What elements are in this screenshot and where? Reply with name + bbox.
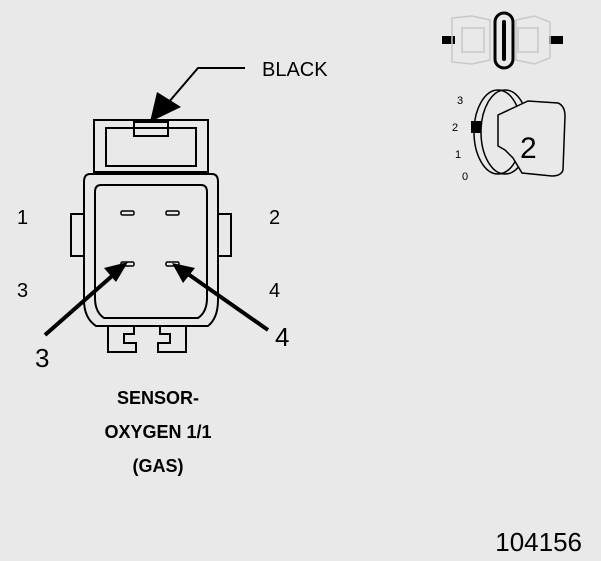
key-position-3: 3	[457, 95, 463, 107]
caption-line-1: SENSOR-	[117, 388, 199, 408]
pin-slot-1	[120, 210, 135, 216]
key-position-2: 2	[452, 122, 458, 134]
pin-slot-2	[165, 210, 180, 216]
ignition-key-icon	[471, 89, 566, 177]
pin-3-callout	[43, 262, 128, 337]
connector-body	[70, 119, 232, 353]
caption-line-3: (GAS)	[133, 456, 184, 476]
key-position-1: 1	[455, 149, 461, 161]
pin-label-3: 3	[17, 280, 28, 302]
pin-slots	[120, 210, 180, 267]
ignition-key-head	[497, 100, 566, 177]
connector-right-tab	[217, 213, 232, 257]
pin-label-1: 1	[17, 207, 28, 229]
connector-bottom-terminal-left	[107, 326, 137, 353]
connector-halves-icon	[442, 11, 563, 70]
black-label-arrowhead	[150, 92, 181, 122]
ignition-key-selected-marker	[471, 121, 481, 133]
callout-label-4: 4	[275, 322, 289, 352]
callout-label-3: 3	[35, 343, 49, 373]
pin-label-2: 2	[269, 207, 280, 229]
connector-bottom-terminal-right	[157, 326, 187, 353]
connector-color-label: BLACK	[262, 59, 328, 81]
key-position-0: 0	[462, 171, 468, 183]
pin-label-4: 4	[269, 280, 280, 302]
caption-line-2: OXYGEN 1/1	[104, 422, 211, 442]
key-selected-position-label: 2	[520, 132, 537, 165]
connector-left-tab	[70, 213, 85, 257]
black-label-leader	[161, 67, 245, 111]
connector-latch	[93, 119, 209, 173]
pin-slot-4	[165, 261, 180, 267]
figure-id: 104156	[495, 527, 582, 557]
pin-4-callout	[172, 263, 270, 332]
component-caption: SENSOR- OXYGEN 1/1 (GAS)	[104, 388, 211, 476]
